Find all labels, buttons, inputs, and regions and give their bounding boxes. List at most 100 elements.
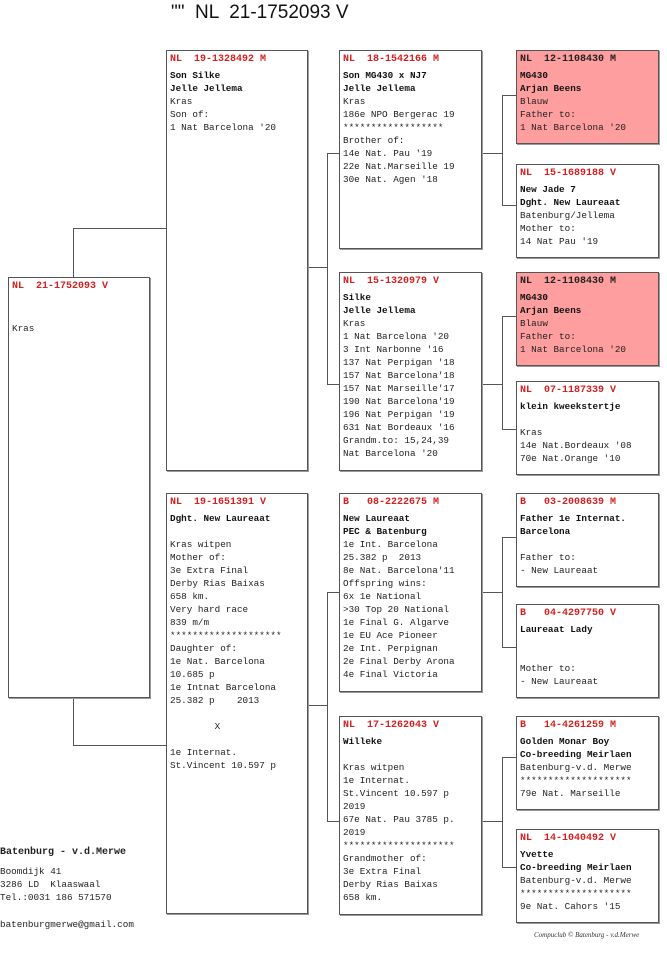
pigeon-info-line: Blauw	[520, 96, 548, 107]
pigeon-info-line: Grandmother of:	[343, 853, 427, 864]
pigeon-info-line: Batenburg-v.d. Merwe	[520, 762, 632, 773]
pigeon-info-line: St.Vincent 10.597 p	[170, 760, 277, 771]
pigeon-info-line: - New Laureaat	[520, 676, 599, 687]
pigeon-info-line: Offspring wins:	[343, 578, 427, 589]
connector-line	[482, 821, 502, 822]
pigeon-info-line: Derby Rias Baixas	[170, 578, 265, 589]
pigeon-info-line: ********************	[520, 775, 632, 786]
pigeon-name-line: klein kweekstertje	[520, 401, 621, 412]
ring-number: B 14-4261259 M	[520, 720, 617, 731]
pigeon-name-line: Co-breeding Meirlaen	[520, 749, 632, 760]
pigeon-info-line: Batenburg/Jellema	[520, 210, 615, 221]
pigeon-info-line: 3e Extra Final	[170, 565, 249, 576]
connector-line	[327, 153, 328, 384]
address-line-1: Boomdijk 41	[0, 866, 62, 877]
pigeon-info-line: Father to:	[520, 109, 576, 120]
pigeon-info-line: Son of:	[170, 109, 210, 120]
pigeon-info-line: 2019	[343, 801, 366, 812]
connector-line	[73, 228, 166, 229]
pigeon-info-line: 186e NPO Bergerac 19	[343, 109, 455, 120]
connector-line	[502, 429, 517, 430]
pigeon-info-line: 190 Nat Barcelona'19	[343, 396, 455, 407]
pigeon-info-line: 14e Nat.Bordeaux '08	[520, 440, 632, 451]
connector-line	[308, 267, 327, 268]
pigeon-name-line: Father 1e Internat.	[520, 513, 627, 524]
pigeon-info-line: 658 km.	[170, 591, 210, 602]
pigeon-info-line	[520, 538, 655, 551]
connector-line	[327, 384, 341, 385]
connector-line	[327, 153, 341, 154]
pigeon-info-line: 196 Nat Perpigan '19	[343, 409, 455, 420]
pigeon-name-line: Arjan Beens	[520, 83, 582, 94]
connector-line	[482, 153, 502, 154]
pigeon-info-line: >30 Top 20 National	[343, 604, 450, 615]
pigeon-info-line: 9e Nat. Cahors '15	[520, 901, 621, 912]
pigeon-info-line: 1 Nat Barcelona '20	[520, 344, 627, 355]
ring-number: NL 19-1328492 M	[170, 54, 267, 65]
pigeon-info-line: 839 m/m	[170, 617, 210, 628]
pigeon-info-line: 10.685 p	[170, 669, 215, 680]
pigeon-info-line: Mother to:	[520, 663, 576, 674]
pigeon-info-line: 1e Int. Barcelona	[343, 539, 438, 550]
pigeon-info-line: Nat Barcelona '20	[343, 448, 438, 459]
connector-line	[502, 757, 503, 867]
pigeon-info-line: 4e Final Victoria	[343, 669, 438, 680]
pigeon-info-line: Kras	[343, 96, 366, 107]
ring-number: NL 15-1320979 V	[343, 276, 440, 287]
pigeon-name-line: New Jade 7	[520, 184, 576, 195]
connector-line	[502, 537, 517, 538]
connector-line	[502, 867, 517, 868]
pigeon-name-line: Barcelona	[520, 526, 571, 537]
ring-number: B 04-4297750 V	[520, 608, 617, 619]
ring-number: NL 14-1040492 V	[520, 833, 617, 844]
pigeon-info-line: Kras	[170, 96, 193, 107]
pigeon-name-line: Dght. New Laureaat	[170, 513, 271, 524]
pigeon-name-line: MG430	[520, 292, 548, 303]
pigeon-info-line: X	[170, 721, 221, 732]
connector-line	[502, 647, 517, 648]
pigeon-info-line: Kras witpen	[343, 762, 405, 773]
connector-line	[502, 316, 503, 429]
pigeon-info-line: Father to:	[520, 552, 576, 563]
pigeon-info-line: 1e Intnat Barcelona	[170, 682, 277, 693]
pigeon-info-line: 1 Nat Barcelona '20	[343, 331, 450, 342]
pigeon-info-line: 1e EU Ace Pioneer	[343, 630, 438, 641]
ring-number: NL 21-1752093 V	[12, 281, 109, 292]
address-line-2: 3286 LD Klaaswaal	[0, 879, 101, 890]
email-link[interactable]: batenburgmerwe@gmail.com	[0, 919, 134, 930]
pigeon-info-line: Batenburg-v.d. Merwe	[520, 875, 632, 886]
pigeon-info-line: Brother of:	[343, 135, 405, 146]
pigeon-name-line: MG430	[520, 70, 548, 81]
pigeon-name-line: New Laureaat	[343, 513, 410, 524]
connector-line	[502, 95, 503, 205]
pigeon-info-line: Very hard race	[170, 604, 249, 615]
pigeon-info-line	[343, 748, 478, 761]
pigeon-info-line: ******************	[343, 122, 444, 133]
pigeon-info-line: - New Laureaat	[520, 565, 599, 576]
pigeon-info-line: 3 Int Narbonne '16	[343, 344, 444, 355]
ring-number: NL 07-1187339 V	[520, 385, 617, 396]
pigeon-info-line: 1 Nat Barcelona '20	[170, 122, 277, 133]
pigeon-info-line: 631 Nat Bordeaux '16	[343, 422, 455, 433]
pigeon-name-line: Co-breeding Meirlaen	[520, 862, 632, 873]
connector-line	[482, 384, 502, 385]
pigeon-info-line: ********************	[343, 840, 455, 851]
pigeon-name-line: Arjan Beens	[520, 305, 582, 316]
connector-line	[502, 205, 517, 206]
ring-number: NL 19-1651391 V	[170, 497, 267, 508]
